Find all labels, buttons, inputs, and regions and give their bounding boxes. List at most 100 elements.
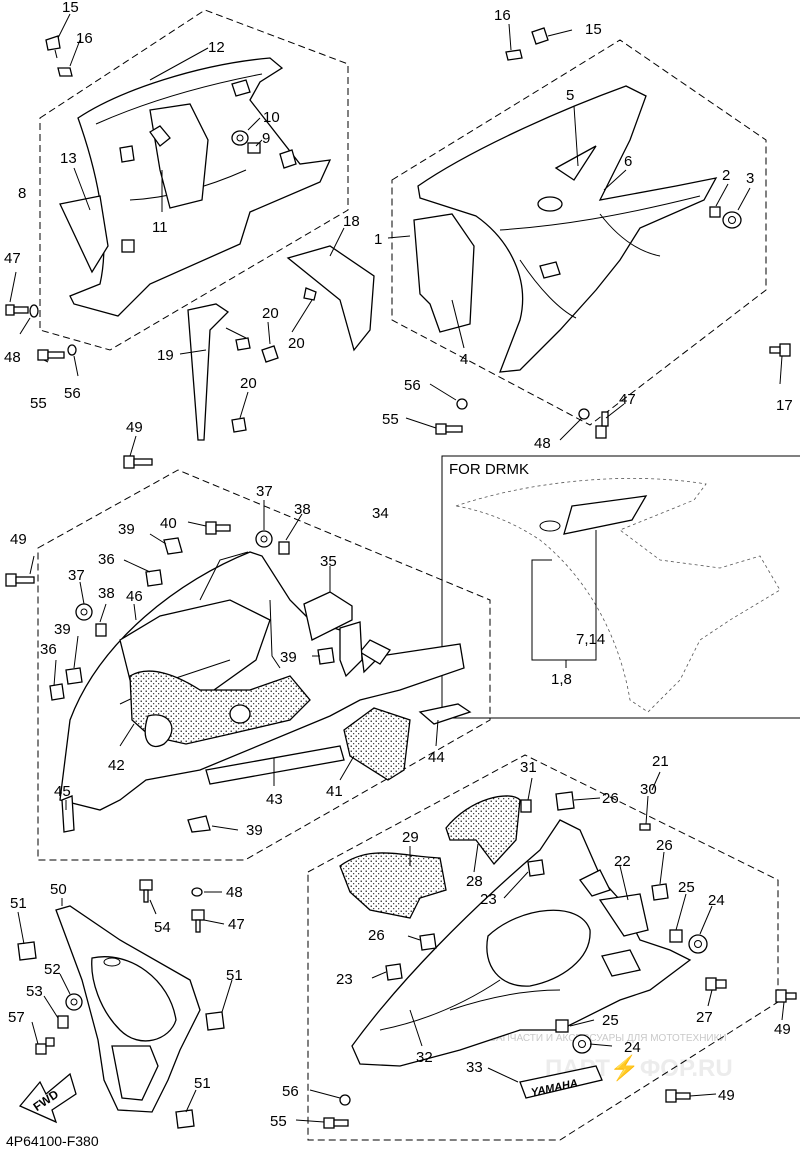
- fwd-arrow-icon: [18, 1072, 77, 1124]
- bolt-49-b: [5, 573, 35, 587]
- callout-23-b: 23: [336, 971, 353, 988]
- panel-28-dotted: [445, 795, 521, 866]
- inner-panel-8: [59, 57, 332, 317]
- callout-35: 35: [320, 553, 337, 570]
- callout-44: 44: [428, 749, 445, 766]
- callout-28: 28: [466, 873, 483, 890]
- panel-29-dotted: [339, 852, 447, 919]
- clip-31: [520, 799, 532, 813]
- grommet-37-b: [75, 603, 93, 621]
- callout-21: 21: [652, 753, 669, 770]
- callout-39-c: 39: [280, 649, 297, 666]
- grommet-24-a: [688, 934, 708, 954]
- screw-20-a: [261, 345, 279, 363]
- bolt-47-b: [595, 411, 609, 439]
- callout-19: 19: [157, 347, 174, 364]
- bolt-49-a: [123, 455, 153, 469]
- clip-36-a: [145, 569, 163, 587]
- strip-43: [205, 745, 345, 785]
- grommet-52: [65, 993, 83, 1011]
- bolt-55-c: [323, 1117, 349, 1129]
- callout-39-a: 39: [118, 521, 135, 538]
- callout-6: 6: [624, 153, 632, 170]
- cowling-21: [351, 819, 692, 1067]
- callout-53: 53: [26, 983, 43, 1000]
- callout-24-a: 24: [708, 892, 725, 909]
- clip-39-a: [163, 537, 183, 555]
- callout-57: 57: [8, 1009, 25, 1026]
- callout-43: 43: [266, 791, 283, 808]
- callout-26-a: 26: [602, 790, 619, 807]
- pin-30: [639, 823, 651, 831]
- callout-56-b: 56: [404, 377, 421, 394]
- group-box-middle: [37, 469, 491, 861]
- callout-55-b: 55: [382, 411, 399, 428]
- washer-56-c: [339, 1094, 351, 1106]
- callout-37-a: 37: [256, 483, 273, 500]
- callout-29: 29: [402, 829, 419, 846]
- inset-decal-7-14: [563, 495, 648, 535]
- callout-33: 33: [466, 1059, 483, 1076]
- callout-48-b: 48: [534, 435, 551, 452]
- clip-36-b: [49, 683, 65, 701]
- inner-panel-4: [413, 213, 475, 333]
- callout-12: 12: [208, 39, 225, 56]
- callout-31: 31: [520, 759, 537, 776]
- screw-15-b: [531, 27, 549, 45]
- callout-5: 5: [566, 87, 574, 104]
- grommet-24-b: [572, 1034, 592, 1054]
- clip-51-c: [175, 1109, 195, 1129]
- bolt-49-d: [665, 1089, 691, 1103]
- callout-27: 27: [696, 1009, 713, 1026]
- callout-51-a: 51: [10, 895, 27, 912]
- grommet-37-a: [255, 530, 273, 548]
- panel-42-dotted: [129, 670, 311, 748]
- callout-4: 4: [460, 351, 468, 368]
- callout-38-a: 38: [294, 501, 311, 518]
- bolt-17: [769, 343, 791, 357]
- callout-47-b: 47: [619, 391, 636, 408]
- callout-24-b: 24: [624, 1039, 641, 1056]
- washer-48-c: [191, 887, 203, 897]
- group-box-upper-right: [391, 39, 767, 426]
- inset-label-7-14: 7,14: [576, 631, 605, 648]
- washer-56-a: [67, 344, 77, 356]
- side-cowl-1: [417, 85, 718, 373]
- clip-26-a: [555, 791, 575, 811]
- callout-26-c: 26: [368, 927, 385, 944]
- collar-38-a: [278, 541, 290, 555]
- strip-44: [418, 703, 472, 725]
- callout-48-c: 48: [226, 884, 243, 901]
- callout-34: 34: [372, 505, 389, 522]
- clip-39-d: [187, 815, 211, 833]
- bolt-40: [205, 521, 231, 535]
- collar-25-a: [669, 929, 683, 943]
- clip-39-b: [65, 667, 83, 685]
- callout-30: 30: [640, 781, 657, 798]
- callout-55-c: 55: [270, 1113, 287, 1130]
- callout-11: 11: [152, 219, 168, 236]
- callout-56-c: 56: [282, 1083, 299, 1100]
- callout-37-b: 37: [68, 567, 85, 584]
- washer-16-b: [505, 49, 523, 61]
- inset-label-1-8: 1,8: [551, 671, 572, 688]
- collar-53: [57, 1015, 69, 1029]
- callout-39-d: 39: [246, 822, 263, 839]
- callout-39-b: 39: [54, 621, 71, 638]
- collar-25-b: [555, 1019, 569, 1033]
- callout-49-c: 49: [774, 1021, 791, 1038]
- callout-9: 9: [262, 130, 270, 147]
- screw-15-a: [45, 35, 61, 59]
- callout-25-b: 25: [602, 1012, 619, 1029]
- inset-for-drmk: FOR DRMK 7,14 1,8: [441, 455, 800, 719]
- callout-41: 41: [326, 783, 343, 800]
- callout-40: 40: [160, 515, 177, 532]
- callout-18: 18: [343, 213, 360, 230]
- collar-9: [247, 142, 261, 154]
- inset-title: FOR DRMK: [449, 461, 529, 478]
- callout-15: 15: [62, 0, 79, 16]
- callout-45: 45: [54, 783, 71, 800]
- callout-22: 22: [614, 853, 631, 870]
- callout-23-a: 23: [480, 891, 497, 908]
- callout-51-b: 51: [226, 967, 243, 984]
